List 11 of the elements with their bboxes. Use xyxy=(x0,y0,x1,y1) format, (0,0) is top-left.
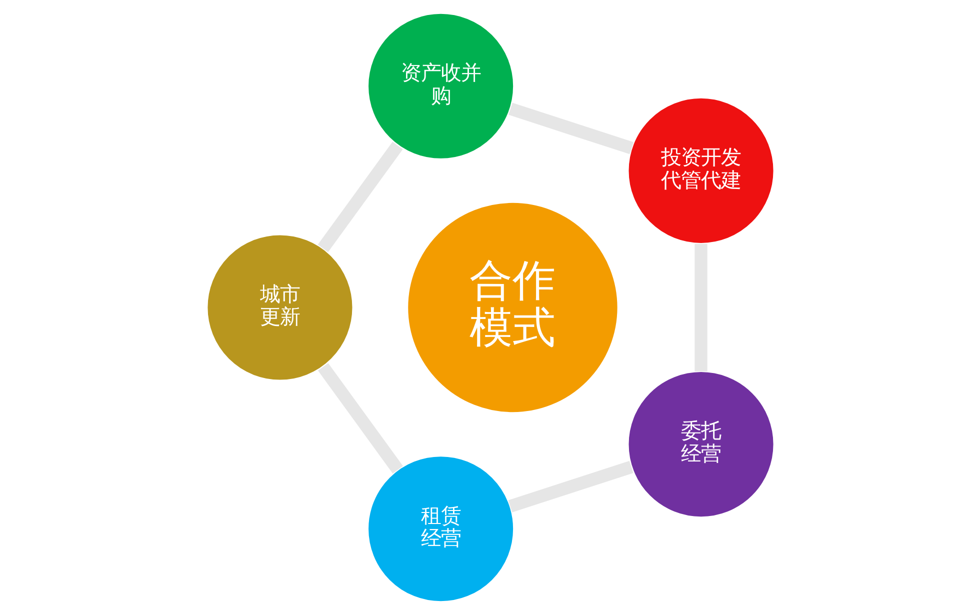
connector xyxy=(694,244,707,372)
node-circle: 合作模式 xyxy=(406,202,618,414)
connector xyxy=(317,142,402,252)
connector xyxy=(508,460,633,512)
node-circle: 委托经营 xyxy=(626,370,774,518)
connector xyxy=(508,102,634,154)
node-circle: 城市更新 xyxy=(206,234,354,382)
node-circle: 租赁经营 xyxy=(366,455,514,602)
node-circle: 投资开发代管代建 xyxy=(626,97,774,244)
node-circle: 资产收并购 xyxy=(366,12,514,160)
connector xyxy=(317,363,402,474)
